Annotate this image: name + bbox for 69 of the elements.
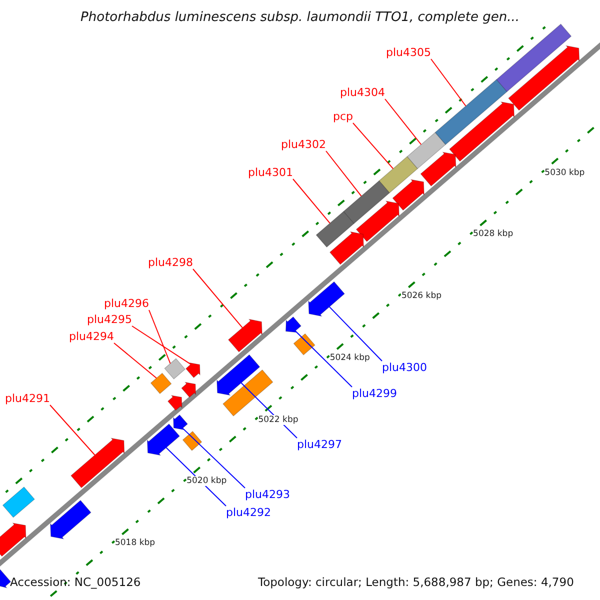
gene-block [449,101,515,162]
gene-block [164,358,186,380]
gene-label: plu4298 [148,256,194,269]
gene-block [496,24,572,92]
gene-label: plu4291 [5,392,50,405]
gene-block [150,372,172,394]
gene-label: plu4293 [245,488,290,501]
scale-label: 5020 kbp [186,476,227,486]
gene-block [185,362,200,378]
gene-block [356,200,400,242]
scale-label: 5022 kbp [258,414,298,425]
gene-label: plu4301 [248,166,294,179]
leader-line [294,330,352,388]
gene-block [420,152,456,186]
scale-label: 5018 kbp [114,538,156,548]
gene-block [2,486,35,518]
gene-block [308,281,345,317]
scale-label: 5024 kbp [330,352,370,363]
leader-line [148,310,171,364]
gene-block [50,500,92,540]
gene-block [216,354,260,396]
scale-label: 5026 kbp [401,291,442,302]
gene-block [173,414,188,430]
leader-line [192,268,243,328]
footer-text: Topology: circular; Length: 5,688,987 bp; Genes: 4,790 [258,575,574,590]
gene-block [0,522,26,557]
gene-block [0,569,12,588]
gene-label: plu4304 [340,86,386,99]
gene-block [392,179,424,211]
gene-label: plu4296 [104,297,150,310]
map-title: Photorhabdus luminescens subsp. laumondii TTO1, complete gen... [80,10,520,25]
leader-line [384,98,422,145]
gene-block [329,231,364,265]
gene-block [285,316,302,333]
leader-line [430,58,466,106]
gene-label: plu4300 [382,361,428,374]
scale-label: 5030 kbp [544,168,585,178]
gene-label: plu4292 [226,506,272,519]
leader-line [292,178,330,224]
gene-block [316,211,354,248]
leader-line [132,326,192,365]
gene-block [228,318,262,352]
leader-line [50,404,96,456]
gene-block [222,369,274,416]
gene-label: pcp [333,110,354,123]
gene-block [167,395,182,411]
leader-line [328,306,382,362]
gene-block [434,79,508,146]
gene-block [293,333,316,356]
gene-block [378,156,418,194]
gene-label: plu4302 [281,138,326,151]
gene-block [146,424,180,456]
gene-block [508,45,580,111]
leader-line [326,150,362,197]
leader-line [114,342,157,379]
leader-line [352,122,394,170]
gene-block [181,382,196,398]
footer-text: Accession: NC_005126 [10,575,141,590]
gene-block [182,430,202,451]
gene-block [406,132,446,170]
scale-label: 5028 kbp [473,229,514,240]
gene-label: plu4299 [352,387,398,400]
gene-label: plu4297 [297,438,342,451]
gene-block [70,438,125,488]
gene-label: plu4294 [69,330,114,343]
gene-label: plu4295 [87,313,132,326]
gene-label: plu4305 [386,46,432,59]
gene-block [343,180,390,224]
leader-line [182,428,246,488]
